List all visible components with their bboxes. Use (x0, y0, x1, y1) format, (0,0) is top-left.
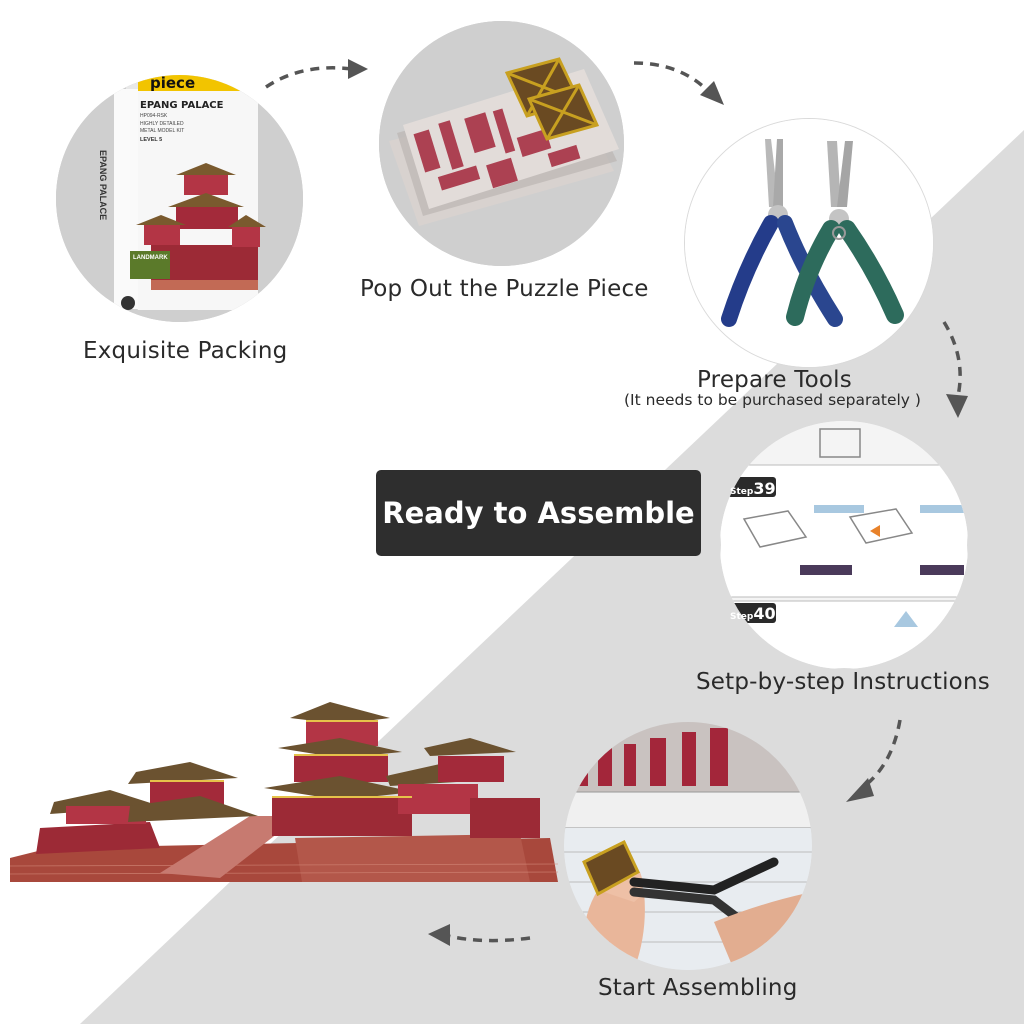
box-desc-1: HIGHLY DETAILED (140, 121, 184, 127)
assembling-circle (564, 722, 812, 970)
step-label-packing: Exquisite Packing (83, 338, 288, 364)
box-brand-text: piece (150, 74, 196, 92)
finished-palace-model (10, 702, 558, 882)
box-series: LANDMARK (133, 255, 168, 261)
step-label-prepare-tools: Prepare Tools (697, 367, 852, 393)
flow-arrow-3 (942, 321, 968, 418)
instructions-step-b: Step40 (730, 604, 776, 623)
instructions-step-a-number: 39 (753, 479, 776, 498)
flow-arrow-4 (846, 719, 902, 802)
ready-to-assemble-banner: Ready to Assemble (376, 470, 701, 556)
flow-arrow-1 (265, 59, 368, 89)
product-box-image (56, 75, 303, 322)
box-side-text: EPANG PALACE (98, 150, 108, 221)
step-label-instructions: Setp-by-step Instructions (696, 669, 990, 695)
flow-arrow-5 (428, 924, 531, 946)
pliers-image (685, 119, 933, 367)
assembling-hands-image (564, 722, 812, 970)
tools-circle (684, 118, 934, 368)
box-title: EPANG PALACE (140, 100, 224, 111)
instructions-step-b-prefix: Step (730, 612, 754, 622)
flow-arrow-2 (633, 61, 724, 105)
step-note-prepare-tools: (It needs to be purchased separately ) (624, 391, 921, 409)
step-label-start-assembling: Start Assembling (598, 975, 798, 1001)
box-desc-2: METAL MODEL KIT (140, 128, 185, 134)
instructions-step-b-number: 40 (753, 604, 776, 623)
step-label-pop-out: Pop Out the Puzzle Piece (360, 276, 649, 302)
metal-sheets-image (379, 21, 624, 266)
instruction-sheet-image (720, 421, 968, 669)
instructions-circle (720, 421, 968, 669)
box-code: HP094-RSK (140, 113, 168, 119)
packing-circle (56, 75, 303, 322)
instructions-step-a: Step39 (730, 479, 776, 498)
puzzle-piece-circle (379, 21, 624, 266)
box-level: LEVEL 5 (140, 137, 163, 143)
instructions-step-a-prefix: Step (730, 487, 754, 497)
